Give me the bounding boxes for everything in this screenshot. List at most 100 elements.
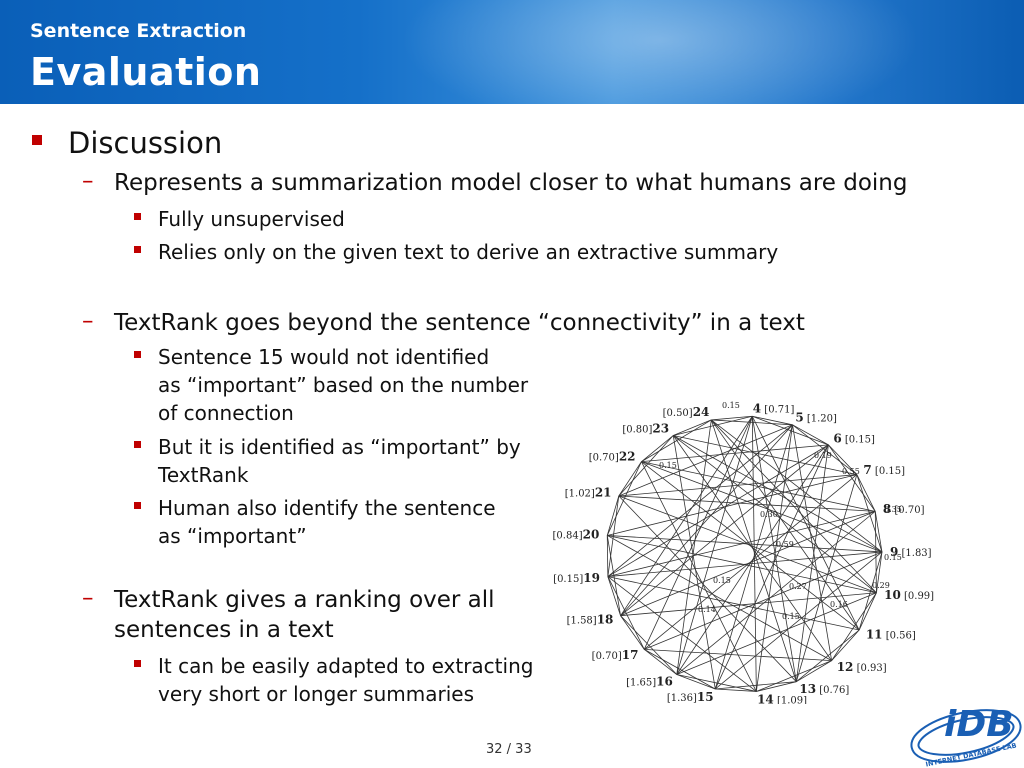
graph-edge bbox=[607, 576, 860, 631]
page-number: 32 / 33 bbox=[486, 742, 532, 757]
graph-edge bbox=[618, 495, 797, 682]
title-banner: Sentence Extraction Evaluation bbox=[0, 0, 1024, 104]
edge-weight-label: 0.55 bbox=[842, 467, 860, 476]
graph-edge bbox=[858, 592, 877, 631]
graph-edge bbox=[641, 461, 860, 631]
graph-edge bbox=[673, 419, 712, 436]
idb-logo-icon: iDB INTERNET DATABASE LAB bbox=[910, 704, 1022, 768]
edge-weight-label: 0.59 bbox=[776, 540, 794, 549]
graph-edge bbox=[792, 424, 833, 661]
graph-edge bbox=[856, 474, 876, 512]
graph-edge bbox=[606, 535, 621, 616]
edge-weight-label: 0.19 bbox=[814, 451, 832, 460]
dash-bullet-icon: – bbox=[82, 585, 94, 611]
graph-edge bbox=[644, 649, 716, 690]
edge-weight-label: 0.16 bbox=[830, 600, 848, 609]
graph-edge bbox=[755, 424, 793, 692]
graph-edge bbox=[828, 444, 876, 512]
graph-node-label: [1.02]21 bbox=[565, 486, 612, 500]
graph-node-label: [0.15]19 bbox=[553, 571, 600, 585]
graph-edge bbox=[796, 660, 832, 683]
graph-edge bbox=[858, 551, 883, 631]
graph-edge bbox=[620, 511, 876, 617]
graph-edge bbox=[756, 660, 832, 692]
graph-edge bbox=[618, 474, 857, 497]
graph-edge bbox=[711, 419, 883, 553]
graph-edge bbox=[710, 419, 797, 682]
graph-edge bbox=[715, 681, 797, 690]
edge-weight-label: 0.15 bbox=[782, 612, 800, 621]
graph-edge bbox=[641, 461, 876, 512]
square-bullet-icon bbox=[134, 502, 141, 509]
graph-node-label: [0.70]22 bbox=[589, 449, 636, 463]
graph-node-label: 11 [0.56] bbox=[866, 627, 916, 641]
graph-edge bbox=[673, 415, 753, 436]
graph-edge bbox=[607, 535, 883, 553]
graph-node-label: 10 [0.99] bbox=[884, 588, 934, 602]
graph-edge bbox=[620, 592, 877, 617]
graph-node-label: [1.65]16 bbox=[626, 675, 673, 689]
graph-edge bbox=[751, 416, 797, 682]
graph-edge bbox=[676, 511, 876, 675]
graph-node-label: [1.58]18 bbox=[567, 612, 614, 626]
graph-edge bbox=[607, 474, 857, 536]
graph-node-label: 12 [0.93] bbox=[837, 660, 887, 674]
graph-node-label: [0.50]24 bbox=[663, 405, 710, 419]
graph-edge bbox=[796, 629, 860, 683]
graph-edge bbox=[643, 474, 858, 650]
graph-edge bbox=[607, 535, 832, 661]
graph-node-label: [0.80]23 bbox=[622, 422, 669, 436]
graph-edge bbox=[643, 416, 753, 650]
graph-edge bbox=[606, 495, 620, 536]
square-bullet-icon bbox=[134, 213, 141, 220]
graph-edge bbox=[876, 551, 883, 593]
graph-node-label: 14 [1.09] bbox=[757, 692, 807, 704]
graph-edge bbox=[856, 474, 883, 553]
graph-edge bbox=[752, 415, 793, 426]
graph-edge bbox=[672, 435, 716, 690]
graph-edge bbox=[795, 444, 829, 682]
graph-edge bbox=[874, 511, 883, 553]
graph-edge bbox=[676, 419, 712, 675]
graph-edge bbox=[641, 419, 712, 462]
graph-edge bbox=[620, 615, 678, 675]
graph-edge bbox=[710, 419, 860, 631]
graph-edge bbox=[606, 535, 609, 577]
graph-edge bbox=[874, 511, 877, 593]
sentence-graph: 0.150.190.550.350.150.300.590.150.290.27… bbox=[553, 401, 935, 706]
graph-edge bbox=[607, 535, 877, 594]
graph-edge bbox=[715, 688, 757, 692]
graph-edge bbox=[828, 444, 858, 475]
graph-edge bbox=[607, 576, 621, 616]
graph-edge bbox=[751, 416, 860, 631]
square-bullet-icon bbox=[134, 246, 141, 253]
graph-edge bbox=[714, 424, 793, 690]
graph-edge bbox=[711, 419, 793, 426]
graph-node-label: [0.84]20 bbox=[553, 527, 600, 541]
graph-node-label: 5 [1.20] bbox=[795, 410, 837, 424]
graph-edge bbox=[714, 444, 829, 690]
graph-edge bbox=[676, 592, 877, 675]
idb-logo: iDB INTERNET DATABASE LAB bbox=[906, 692, 1024, 768]
graph-edge bbox=[792, 424, 858, 475]
graph-edge bbox=[644, 648, 832, 662]
square-bullet-icon bbox=[134, 441, 141, 448]
graph-edge bbox=[751, 416, 757, 692]
graph-edge bbox=[641, 461, 757, 692]
edge-weight-labels: 0.150.190.550.350.150.300.590.150.290.27… bbox=[659, 401, 902, 621]
graph-edge bbox=[641, 435, 674, 462]
graph-edge bbox=[676, 674, 757, 692]
graph-edge bbox=[618, 461, 642, 497]
graph-node-label: [0.70]17 bbox=[592, 648, 639, 662]
square-bullet-icon bbox=[32, 135, 42, 145]
edge-weight-label: 0.15 bbox=[884, 553, 902, 562]
dash-bullet-icon: – bbox=[82, 308, 94, 334]
logo-wordmark: iDB bbox=[944, 704, 1014, 745]
graph-edge bbox=[618, 495, 876, 512]
edge-weight-label: 0.27 bbox=[789, 582, 807, 591]
square-bullet-icon bbox=[134, 351, 141, 358]
graph-edge bbox=[644, 551, 883, 650]
graph-edge bbox=[607, 576, 757, 692]
edge-weight-label: 0.15 bbox=[659, 461, 677, 470]
